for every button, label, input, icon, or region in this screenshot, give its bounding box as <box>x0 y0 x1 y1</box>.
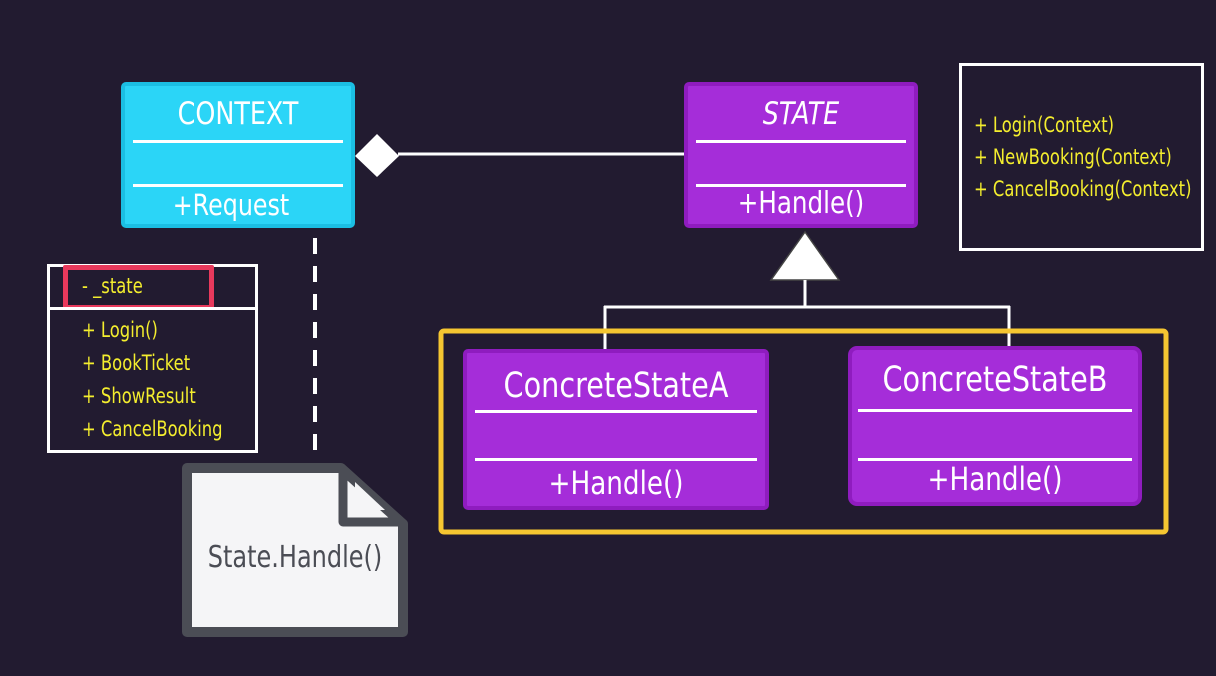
state-operation: +Handle() <box>737 186 865 221</box>
concrete-state-a-operation: +Handle() <box>548 464 684 502</box>
concrete-states-highlight <box>438 328 1169 535</box>
details-method-3: + ShowResult <box>82 384 196 408</box>
concrete-state-b-name: ConcreteStateB <box>882 360 1108 400</box>
context-rule-bottom <box>133 184 343 187</box>
concrete-b-rule-top <box>858 409 1132 412</box>
concrete-state-b-class: ConcreteStateB +Handle() <box>848 346 1142 506</box>
state-methods-panel: + Login(Context) + NewBooking(Context) +… <box>959 63 1204 251</box>
state-rule-top <box>696 140 906 143</box>
state-class: STATE +Handle() <box>684 82 918 228</box>
concrete-state-a-class: ConcreteStateA +Handle() <box>463 349 769 510</box>
note-document: State.Handle() <box>179 460 411 640</box>
context-operation: +Request <box>172 188 290 222</box>
context-rule-top <box>133 140 343 143</box>
details-divider <box>50 307 255 310</box>
context-class: CONTEXT +Request <box>121 82 355 228</box>
note-text: State.Handle() <box>207 540 383 575</box>
document-icon <box>182 463 408 637</box>
context-details-panel: - _state + Login() + BookTicket + ShowRe… <box>47 264 258 453</box>
state-method-1: + Login(Context) <box>974 113 1115 137</box>
state-field: - _state <box>82 274 143 298</box>
aggregation-diamond <box>355 134 399 177</box>
concrete-a-rule-bottom <box>475 458 757 461</box>
details-method-2: + BookTicket <box>82 351 191 375</box>
state-method-2: + NewBooking(Context) <box>974 145 1172 169</box>
concrete-a-rule-top <box>475 410 757 413</box>
concrete-b-rule-bottom <box>858 458 1132 461</box>
details-method-4: + CancelBooking <box>82 417 223 441</box>
details-method-1: + Login() <box>82 318 158 342</box>
inheritance-triangle <box>769 230 841 281</box>
context-class-name: CONTEXT <box>177 96 299 132</box>
concrete-state-b-operation: +Handle() <box>927 460 1063 498</box>
state-method-3: + CancelBooking(Context) <box>974 177 1192 201</box>
state-rule-bottom <box>696 184 906 187</box>
concrete-state-a-name: ConcreteStateA <box>503 366 729 406</box>
state-class-name: STATE <box>762 96 840 132</box>
